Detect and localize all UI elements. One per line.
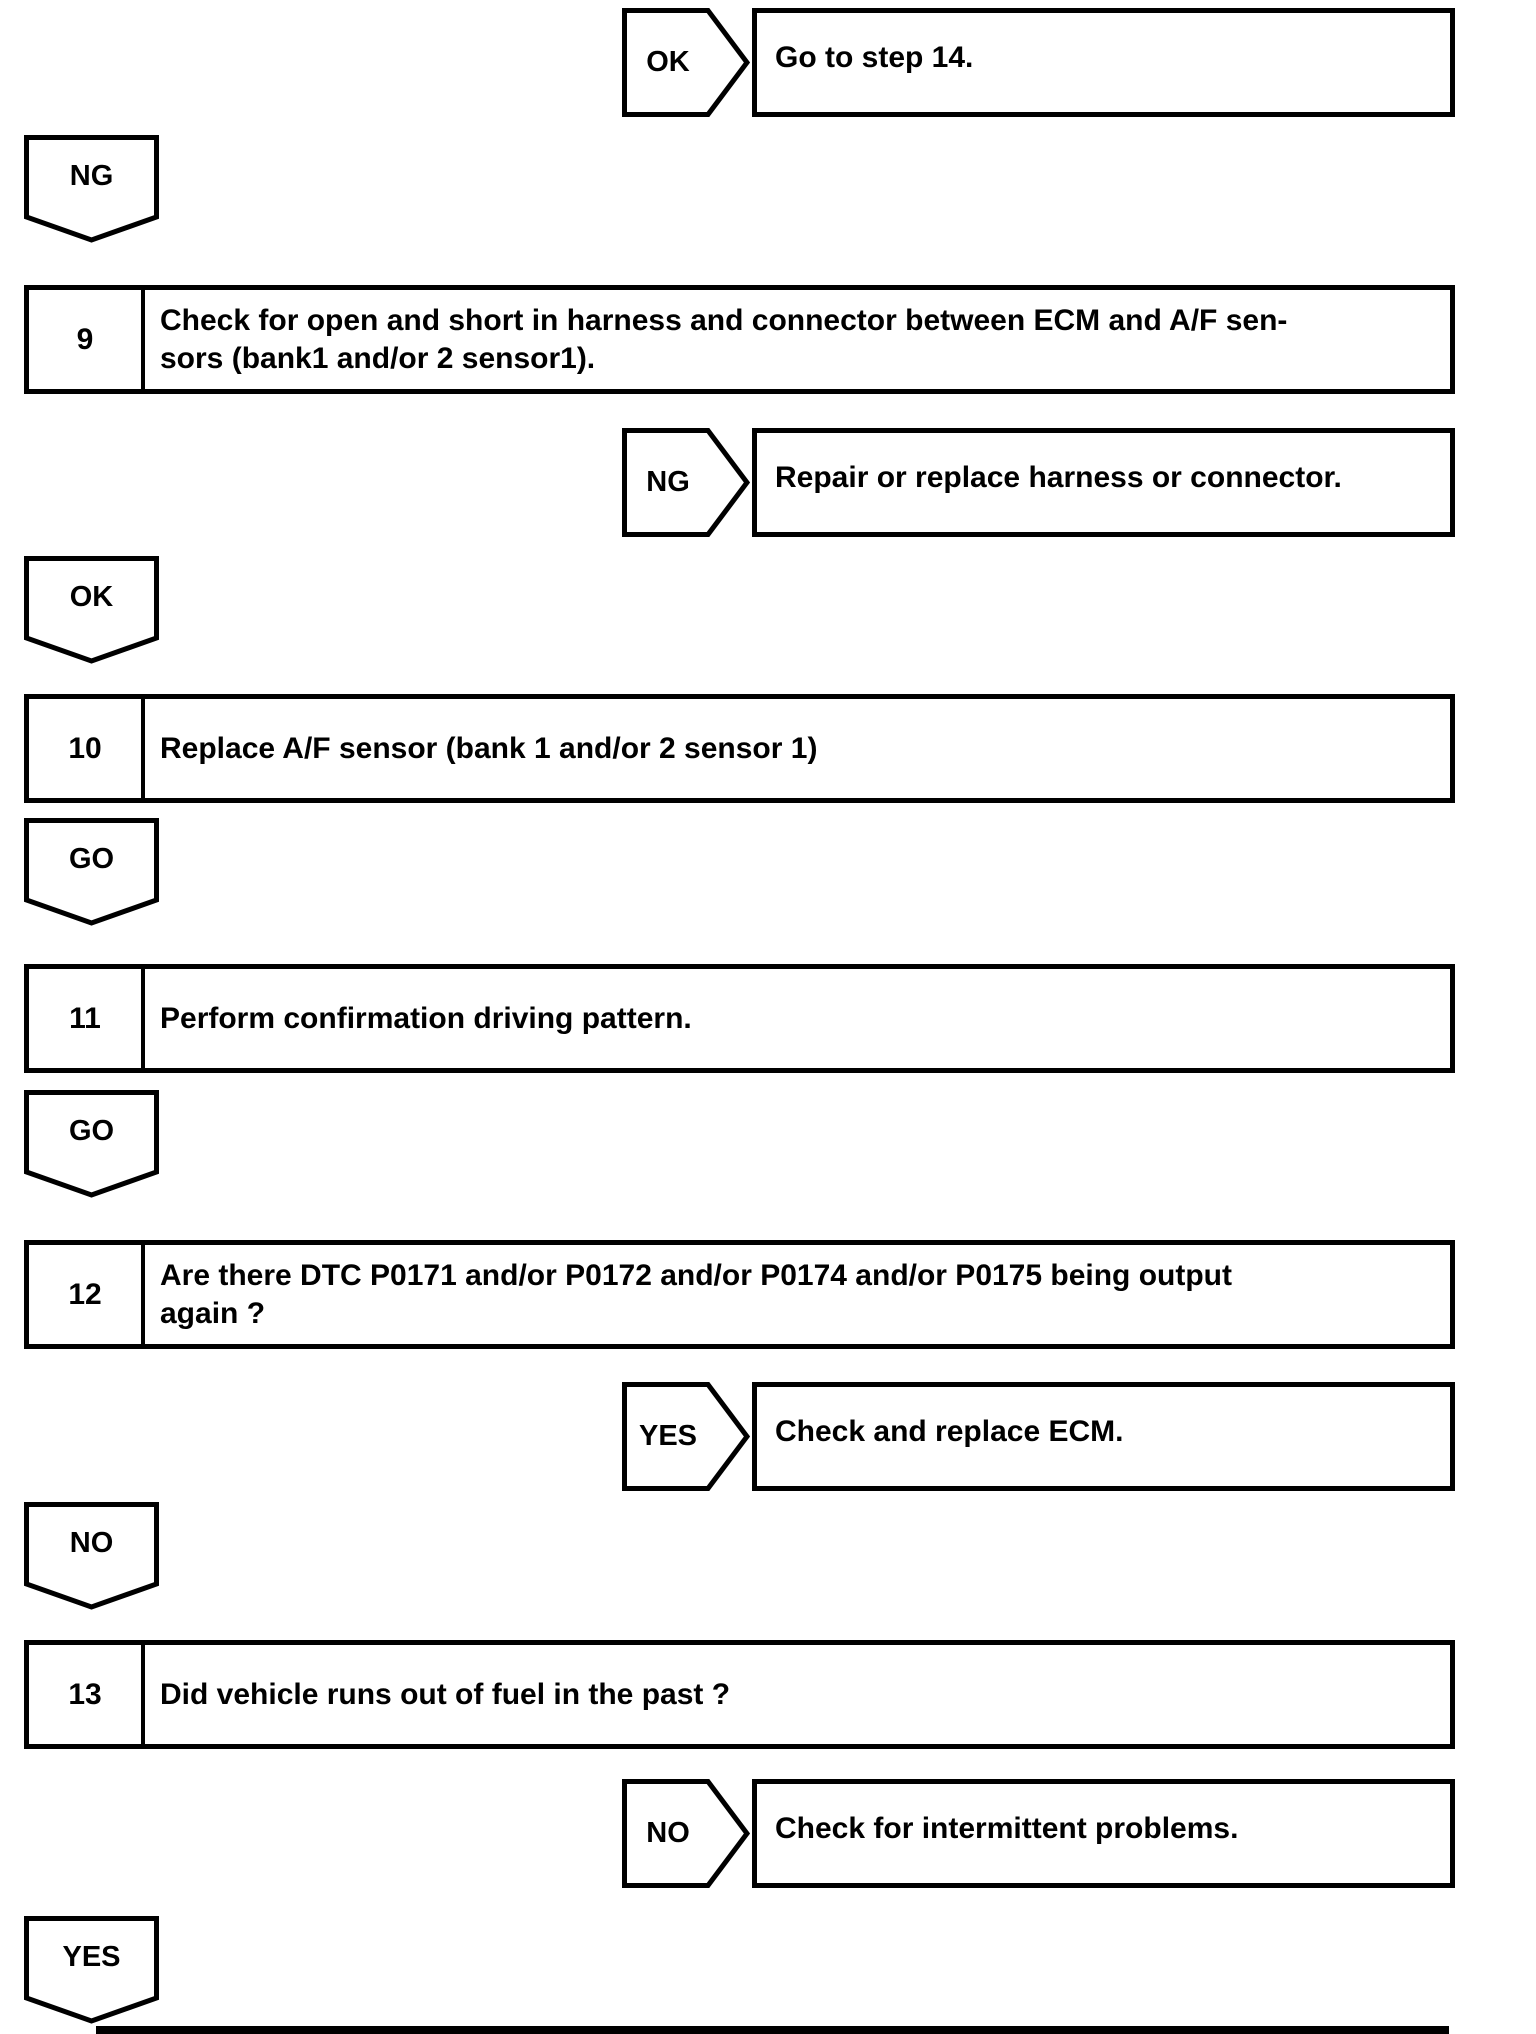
step-description-line: sors (bank1 and/or 2 sensor1). bbox=[160, 341, 596, 375]
connector-label: YES bbox=[638, 1420, 698, 1452]
step-box-10: 10 Replace A/F sensor (bank 1 and/or 2 s… bbox=[24, 694, 1455, 803]
connector-label: OK bbox=[69, 580, 114, 613]
step-box-9: 9 Check for open and short in harness an… bbox=[24, 285, 1455, 394]
connector-no-down: NO bbox=[24, 1502, 159, 1610]
step-number: 9 bbox=[29, 290, 145, 389]
step-description: Replace A/F sensor (bank 1 and/or 2 sens… bbox=[145, 699, 1450, 798]
connector-label: NG bbox=[646, 466, 690, 498]
step-description: Are there DTC P0171 and/or P0172 and/or … bbox=[145, 1245, 1450, 1344]
down-arrow-pentagon-icon bbox=[24, 556, 159, 664]
connector-label: NG bbox=[69, 159, 114, 192]
connector-go-down: GO bbox=[24, 818, 159, 926]
step-description-line: Did vehicle runs out of fuel in the past… bbox=[160, 1677, 731, 1711]
connector-yes-right: YES bbox=[622, 1382, 750, 1491]
step-number: 11 bbox=[29, 969, 145, 1068]
connector-label: NO bbox=[646, 1817, 690, 1849]
step-description-line: Are there DTC P0171 and/or P0172 and/or … bbox=[160, 1258, 1233, 1292]
connector-label: OK bbox=[646, 46, 690, 78]
step-description: Did vehicle runs out of fuel in the past… bbox=[145, 1645, 1450, 1744]
down-arrow-pentagon-icon bbox=[24, 135, 159, 243]
connector-yes-down: YES bbox=[24, 1916, 159, 2024]
step-box-12: 12 Are there DTC P0171 and/or P0172 and/… bbox=[24, 1240, 1455, 1349]
step-number: 10 bbox=[29, 699, 145, 798]
step-box-13: 13 Did vehicle runs out of fuel in the p… bbox=[24, 1640, 1455, 1749]
right-arrow-pentagon-icon bbox=[622, 8, 750, 117]
result-box-intermittent-problems: Check for intermittent problems. bbox=[752, 1779, 1455, 1888]
step-description-line: Check for open and short in harness and … bbox=[160, 303, 1288, 337]
result-box-go-to-step-14: Go to step 14. bbox=[752, 8, 1455, 117]
connector-no-right: NO bbox=[622, 1779, 750, 1888]
connector-ng-down: NG bbox=[24, 135, 159, 243]
right-arrow-pentagon-icon bbox=[622, 1779, 750, 1888]
step-description-line: Replace A/F sensor (bank 1 and/or 2 sens… bbox=[160, 731, 818, 765]
step-number: 13 bbox=[29, 1645, 145, 1744]
connector-ng-right: NG bbox=[622, 428, 750, 537]
result-text: Go to step 14. bbox=[775, 40, 974, 74]
down-arrow-pentagon-icon bbox=[24, 1502, 159, 1610]
connector-go-down: GO bbox=[24, 1090, 159, 1198]
step-box-11: 11 Perform confirmation driving pattern. bbox=[24, 964, 1455, 1073]
right-arrow-pentagon-icon bbox=[622, 428, 750, 537]
connector-label: GO bbox=[68, 1114, 115, 1147]
down-arrow-pentagon-icon bbox=[24, 1916, 159, 2024]
step-description: Check for open and short in harness and … bbox=[145, 290, 1450, 389]
connector-label: GO bbox=[68, 842, 115, 875]
result-box-repair-harness: Repair or replace harness or connector. bbox=[752, 428, 1455, 537]
step-number: 12 bbox=[29, 1245, 145, 1344]
result-text: Repair or replace harness or connector. bbox=[775, 460, 1342, 494]
result-text: Check and replace ECM. bbox=[775, 1414, 1124, 1448]
connector-ok-right: OK bbox=[622, 8, 750, 117]
result-box-check-replace-ecm: Check and replace ECM. bbox=[752, 1382, 1455, 1491]
next-box-top-edge bbox=[96, 2026, 1449, 2034]
right-arrow-pentagon-icon bbox=[622, 1382, 750, 1491]
step-description: Perform confirmation driving pattern. bbox=[145, 969, 1450, 1068]
step-description-line: Perform confirmation driving pattern. bbox=[160, 1001, 692, 1035]
down-arrow-pentagon-icon bbox=[24, 818, 159, 926]
connector-label: NO bbox=[69, 1526, 114, 1559]
down-arrow-pentagon-icon bbox=[24, 1090, 159, 1198]
connector-ok-down: OK bbox=[24, 556, 159, 664]
step-description-line: again ? bbox=[160, 1296, 266, 1330]
result-text: Check for intermittent problems. bbox=[775, 1811, 1239, 1845]
connector-label: YES bbox=[62, 1940, 121, 1973]
